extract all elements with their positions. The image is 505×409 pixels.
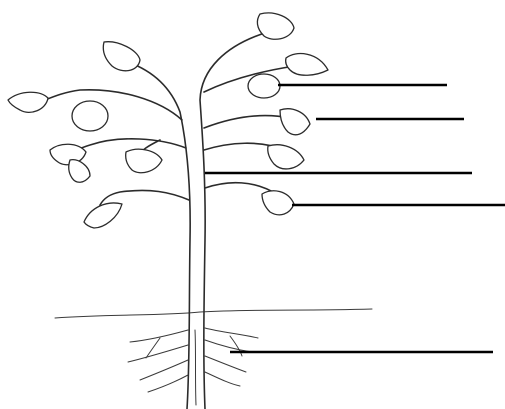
leaf [126,149,162,173]
leaf [69,160,90,183]
leaf [84,203,122,228]
roots [128,328,258,405]
leaf [103,42,140,71]
leaf [280,109,310,135]
fruit-left [72,101,108,131]
leaf [257,13,294,39]
leaves [8,13,328,228]
label-lines [205,85,505,352]
leaf [262,191,294,215]
fruit-right [248,74,280,98]
leaf [286,54,328,76]
soil-line [55,309,372,318]
leaf [8,92,48,112]
leaf [268,145,304,169]
